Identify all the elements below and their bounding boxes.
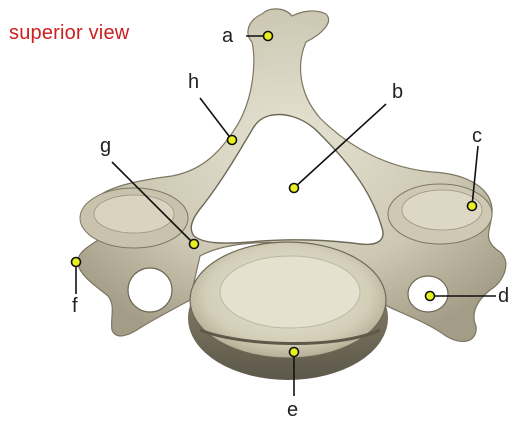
label-e: e (287, 400, 298, 420)
marker-f (72, 258, 81, 267)
marker-d (426, 292, 435, 301)
label-c: c (472, 126, 482, 146)
label-g: g (100, 136, 111, 156)
marker-c (468, 202, 477, 211)
label-h: h (188, 72, 199, 92)
marker-g (190, 240, 199, 249)
left-transverse-foramen (128, 268, 172, 312)
label-d: d (498, 286, 509, 306)
marker-h (228, 136, 237, 145)
view-title: superior view (9, 22, 129, 45)
label-f: f (72, 296, 78, 316)
marker-a (264, 32, 273, 41)
label-a: a (222, 26, 233, 46)
marker-b (290, 184, 299, 193)
marker-e (290, 348, 299, 357)
label-b: b (392, 82, 403, 102)
